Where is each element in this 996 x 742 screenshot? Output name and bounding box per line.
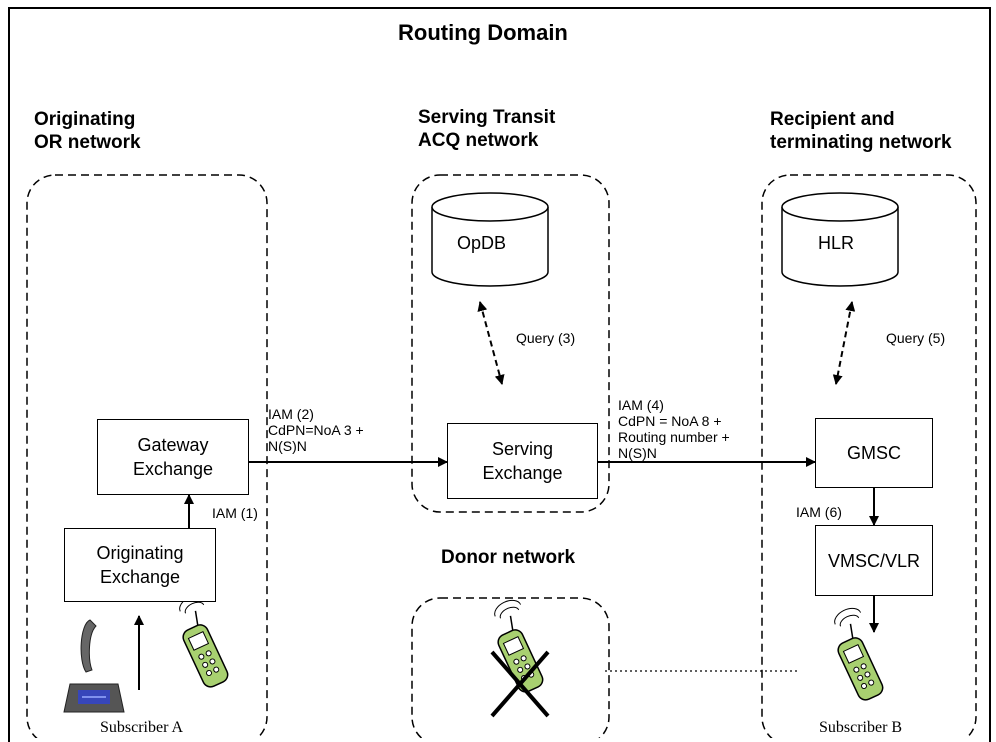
diagram-title: Routing Domain [398,20,568,45]
donor-network-region [411,597,610,738]
fixed-telephone-icon [63,619,125,713]
recipient-network-region [761,174,977,738]
mobile-phone-b-icon [834,607,884,701]
originating-network-region [26,174,268,738]
donor-network-header: Donor network [441,547,576,568]
iam2-label: IAM (2) CdPN=NoA 3 + N(S)N [268,406,364,454]
hlr-database-icon [781,192,899,287]
mobile-phone-a-icon [179,594,229,688]
iam4-label: IAM (4) CdPN = NoA 8 + Routing number + … [618,397,730,461]
donor-mobile-phone-icon [494,599,544,693]
query3-label: Query (3) [516,330,576,346]
serving-network-region [411,174,610,513]
hlr-label: HLR [818,233,855,253]
iam1-label: IAM (1) [212,505,258,521]
query5-arrow [832,301,856,385]
originating-network-header: Originating OR network [34,109,141,153]
recipient-network-header: Recipient and terminating network [770,109,952,153]
vmsc-vlr-node: VMSC/VLR [815,525,933,596]
subscriber-b-label: Subscriber B [819,719,903,736]
diagram-frame [8,7,991,742]
serving-network-header: Serving Transit ACQ network [418,107,556,151]
opdb-label: OpDB [457,233,507,253]
cross-icon [490,650,550,718]
opdb-database-icon [431,192,549,287]
gmsc-node: GMSC [815,418,933,488]
query5-label: Query (5) [886,330,946,346]
subscriber-a-label: Subscriber A [100,719,184,736]
iam6-label: IAM (6) [796,504,842,520]
query3-arrow [477,301,505,385]
